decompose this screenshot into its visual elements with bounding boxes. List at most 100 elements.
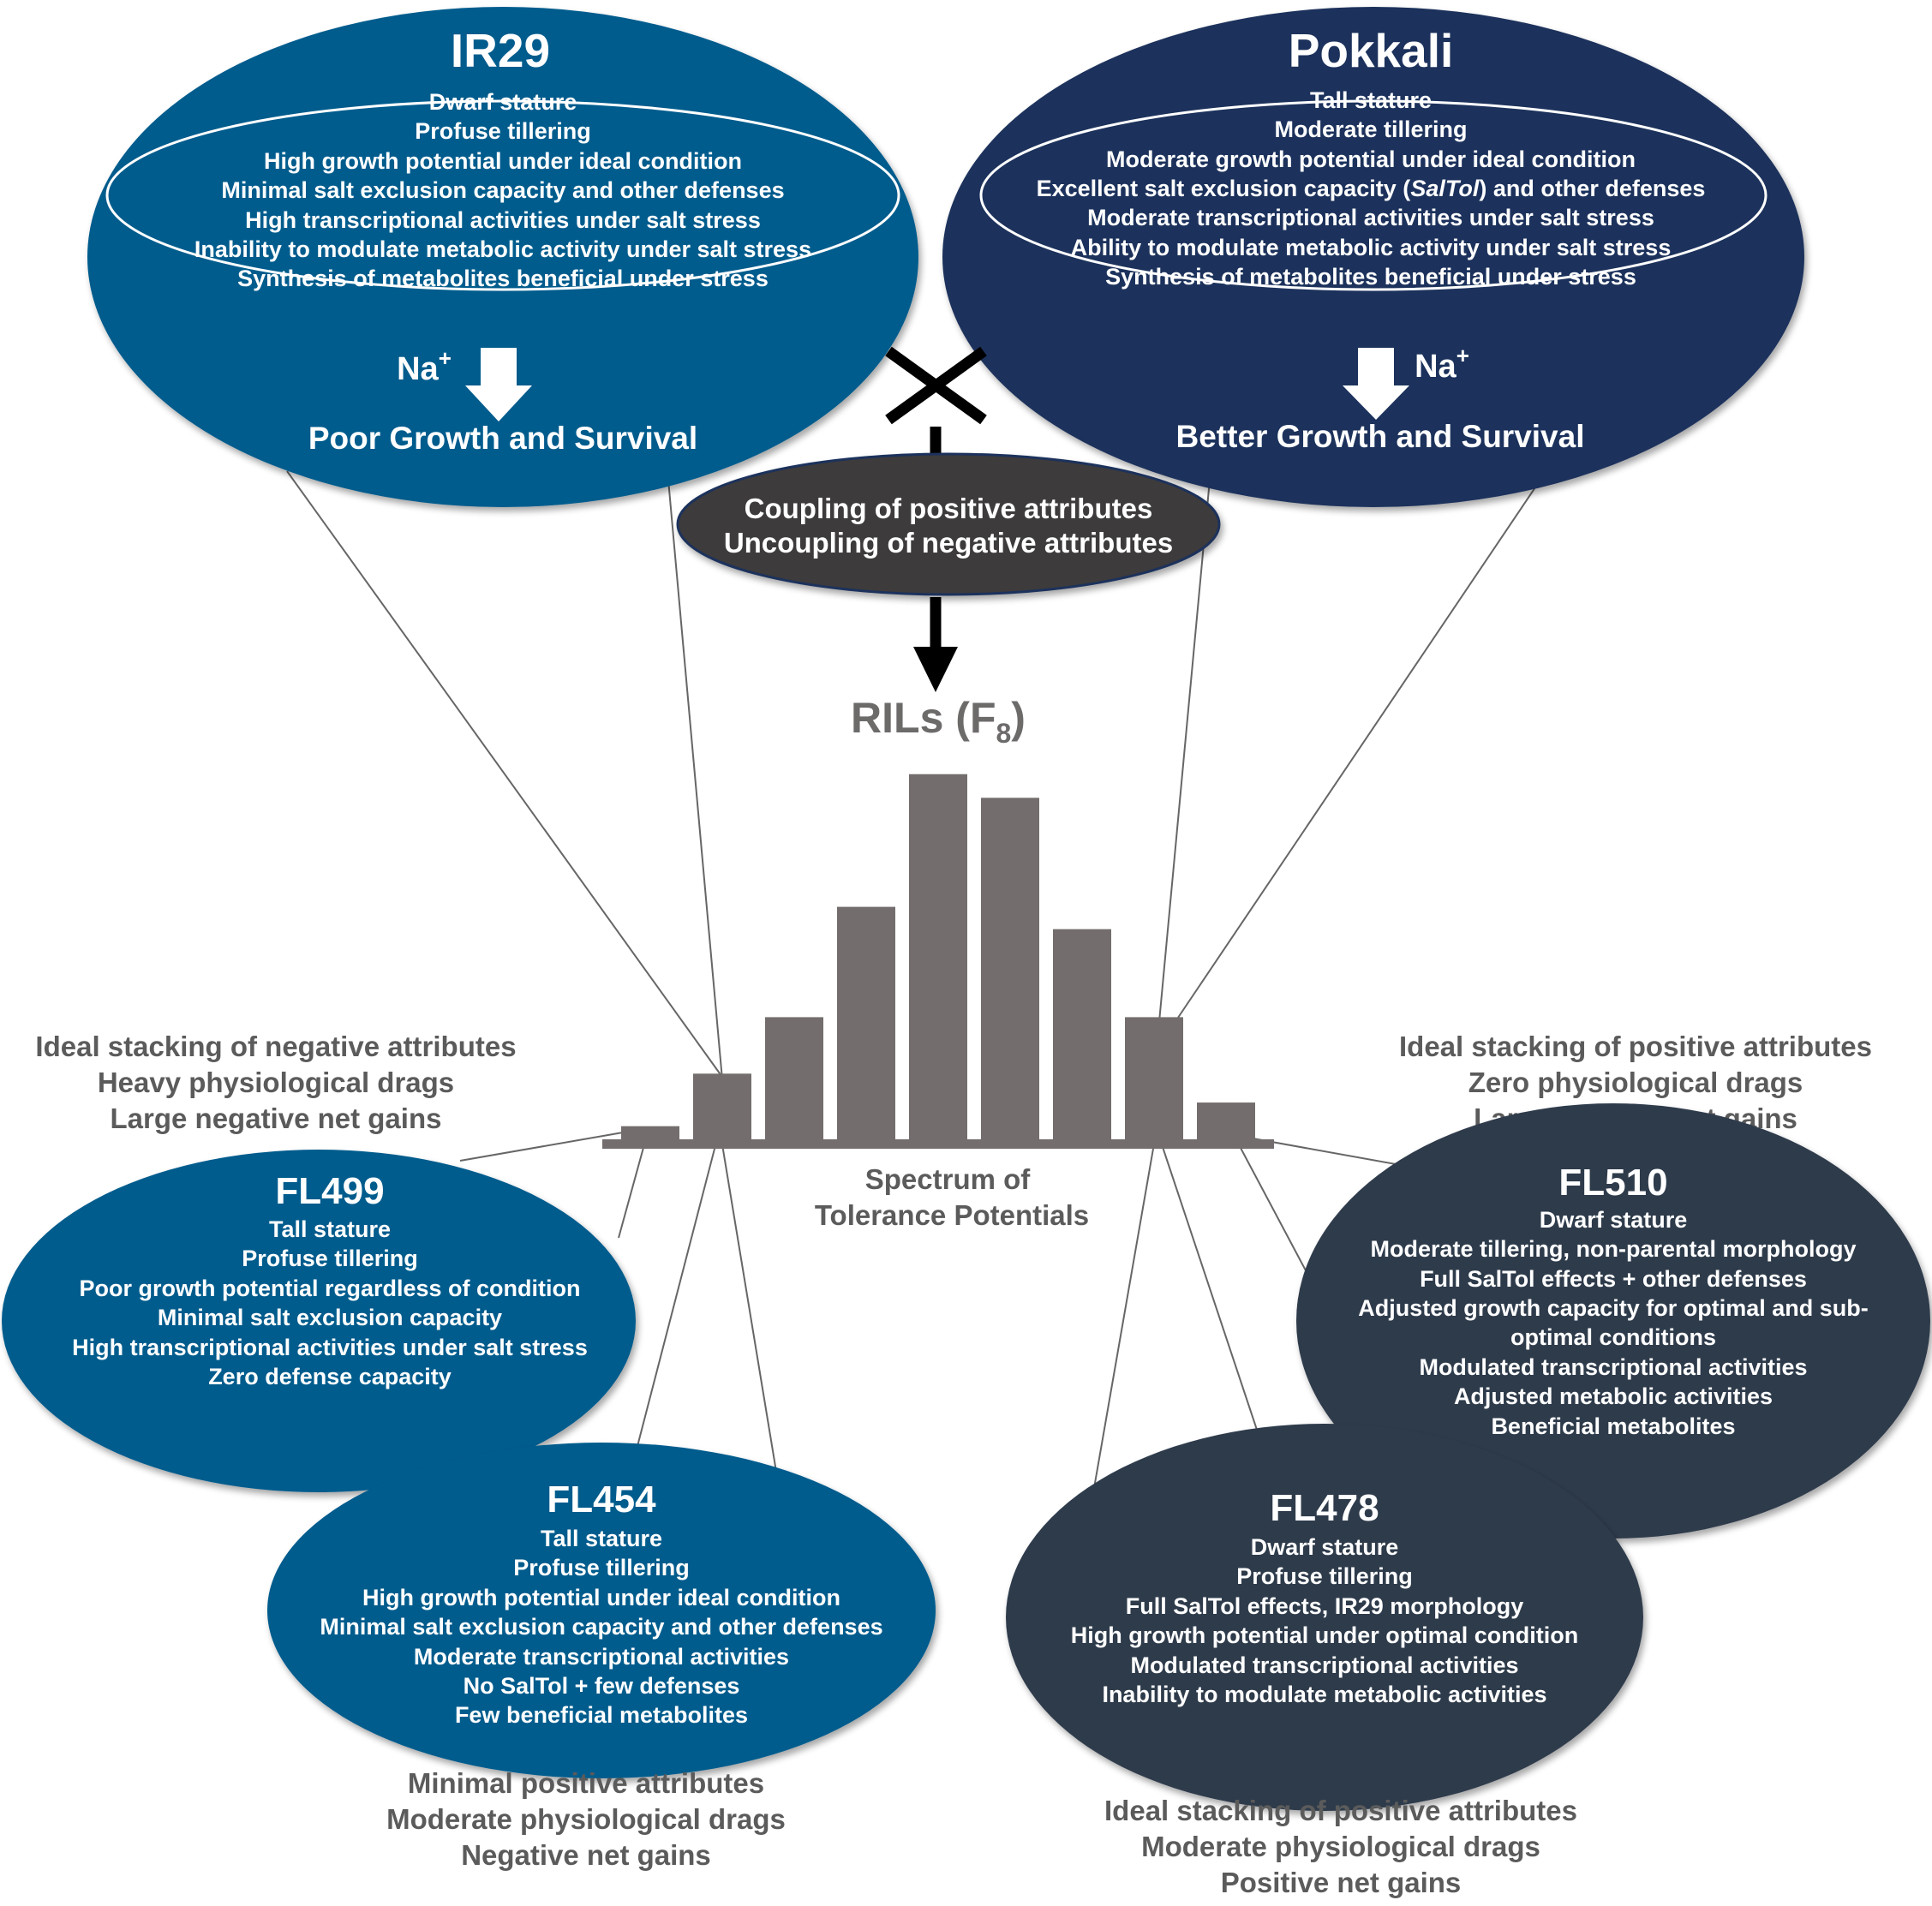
left-note: Large negative net gains xyxy=(111,1102,442,1134)
pokkali-ellipse xyxy=(942,7,1804,507)
fl499-panel: FL499 Tall stature Profuse tillering Poo… xyxy=(2,1150,636,1492)
pokkali-trait: Ability to modulate metabolic activity u… xyxy=(1071,235,1672,260)
connector-fl510-b xyxy=(1233,1134,1307,1273)
ir29-trait: Dwarf stature xyxy=(429,89,577,115)
histogram-bar xyxy=(621,1126,679,1139)
fl454-trait: Profuse tillering xyxy=(513,1555,690,1580)
histogram-bar xyxy=(765,1017,823,1139)
coupling-ellipse xyxy=(676,452,1221,596)
fl454-ellipse xyxy=(267,1443,936,1778)
pokkali-outcome: Better Growth and Survival xyxy=(1176,419,1585,454)
fl454-trait: High growth potential under ideal condit… xyxy=(362,1585,840,1610)
fl454-trait: Few beneficial metabolites xyxy=(455,1702,748,1728)
fl454-note: Negative net gains xyxy=(461,1839,711,1871)
histogram-bar xyxy=(1125,1017,1183,1139)
right-note: Ideal stacking of positive attributes xyxy=(1399,1031,1872,1062)
ir29-ion: Na xyxy=(397,351,439,387)
pokkali-trait: Synthesis of metabolites beneficial unde… xyxy=(1105,264,1636,290)
left-note: Ideal stacking of negative attributes xyxy=(35,1031,516,1062)
ir29-trait-outline xyxy=(105,99,900,291)
pokkali-trait-outline xyxy=(979,99,1768,291)
spectrum-label-line-1: Spectrum of xyxy=(865,1163,1032,1195)
fl510-ellipse xyxy=(1296,1103,1930,1539)
fl510-trait: Adjusted growth capacity for optimal and… xyxy=(1358,1295,1869,1321)
rils-label: RILs (F8) xyxy=(851,694,1026,749)
ir29-trait: High growth potential under ideal condit… xyxy=(264,148,742,174)
histogram-bar xyxy=(693,1073,751,1139)
fl510-trait: Full SalTol effects + other defenses xyxy=(1420,1266,1807,1292)
pokkali-trait4-saltol: SalTol xyxy=(1410,176,1480,201)
fl478-note: Moderate physiological drags xyxy=(1141,1831,1540,1862)
fl478-panel: FL478 Dwarf stature Profuse tillering Fu… xyxy=(1006,1424,1643,1811)
ir29-outcome: Poor Growth and Survival xyxy=(308,421,697,456)
ir29-trait: Profuse tillering xyxy=(415,118,591,144)
fl499-trait: Minimal salt exclusion capacity xyxy=(158,1305,502,1330)
fl478-note: Ideal stacking of positive attributes xyxy=(1104,1795,1577,1826)
fl454-trait: Minimal salt exclusion capacity and othe… xyxy=(320,1614,882,1640)
fl510-trait: Beneficial metabolites xyxy=(1491,1413,1735,1439)
down-arrow-icon xyxy=(913,647,958,692)
fl499-trait: Profuse tillering xyxy=(242,1246,418,1271)
pokkali-trait4-part: Excellent salt exclusion capacity ( xyxy=(1037,176,1411,201)
ir29-down-arrow-icon xyxy=(465,348,532,421)
fl510-trait: Adjusted metabolic activities xyxy=(1454,1383,1773,1409)
coupling-panel: Coupling of positive attributes Uncoupli… xyxy=(676,452,1221,596)
fl510-title: FL510 xyxy=(1558,1162,1667,1204)
fl499-trait: Poor growth potential regardless of cond… xyxy=(79,1276,580,1301)
histogram-bar xyxy=(1053,929,1111,1139)
fl510-trait: Modulated transcriptional activities xyxy=(1419,1354,1807,1380)
fl478-trait: High growth potential under optimal cond… xyxy=(1071,1622,1578,1648)
fl478-note: Positive net gains xyxy=(1221,1867,1462,1898)
fl499-trait: Zero defense capacity xyxy=(208,1364,452,1389)
pokkali-trait: Tall stature xyxy=(1310,87,1432,113)
fl454-note: Moderate physiological drags xyxy=(386,1803,786,1835)
pokkali-panel: Pokkali Tall stature Moderate tillering … xyxy=(942,7,1804,507)
fl454-title: FL454 xyxy=(547,1479,656,1521)
pokkali-trait4-part: ) and other defenses xyxy=(1479,176,1705,201)
histogram-bar xyxy=(909,774,967,1139)
histogram-bar xyxy=(1197,1102,1255,1139)
fl454-trait: Moderate transcriptional activities xyxy=(414,1644,789,1670)
ir29-ion-label: Na+ xyxy=(397,345,452,387)
fl454-trait: No SalTol + few defenses xyxy=(464,1673,740,1699)
fl478-trait: Profuse tillering xyxy=(1236,1563,1413,1589)
connector-fl499-a xyxy=(459,1128,643,1162)
fl499-trait: High transcriptional activities under sa… xyxy=(72,1335,588,1360)
pokkali-ion: Na xyxy=(1415,349,1456,385)
ir29-trait: Inability to modulate metabolic activity… xyxy=(194,236,811,262)
connector-fl454-b xyxy=(719,1128,779,1483)
fl478-trait: Modulated transcriptional activities xyxy=(1130,1652,1518,1678)
fl510-trait: Dwarf stature xyxy=(1540,1207,1688,1233)
coupling-line-2: Uncoupling of negative attributes xyxy=(724,527,1173,559)
pokkali-ion-charge: + xyxy=(1456,343,1469,368)
histogram-bar xyxy=(837,906,895,1139)
fl454-panel: FL454 Tall stature Profuse tillering Hig… xyxy=(267,1443,936,1778)
cross-icon xyxy=(885,346,987,425)
fl454-trait: Tall stature xyxy=(541,1526,662,1551)
coupling-line-1: Coupling of positive attributes xyxy=(745,493,1153,524)
connector-pokkali-right xyxy=(1156,479,1541,1050)
pokkali-trait: Moderate tillering xyxy=(1274,117,1467,142)
fl510-trait: Moderate tillering, non-parental morphol… xyxy=(1370,1236,1856,1262)
spectrum-label-line-2: Tolerance Potentials xyxy=(815,1199,1089,1231)
fl499-trait: Tall stature xyxy=(269,1216,391,1242)
fl478-title: FL478 xyxy=(1270,1487,1379,1529)
pokkali-trait-saltol: Excellent salt exclusion capacity (SalTo… xyxy=(1037,176,1706,201)
ir29-title: IR29 xyxy=(451,24,550,77)
fl478-trait: Dwarf stature xyxy=(1251,1534,1399,1560)
fl478-ellipse xyxy=(1006,1424,1643,1811)
fl499-title: FL499 xyxy=(275,1170,384,1212)
ir29-ion-charge: + xyxy=(439,345,452,371)
connector-pokkali-left xyxy=(1156,479,1211,1050)
ir29-trait: Synthesis of metabolites beneficial unde… xyxy=(237,266,769,291)
histogram-baseline xyxy=(602,1139,1274,1149)
fl510-trait: optimal conditions xyxy=(1510,1324,1716,1350)
fl499-ellipse xyxy=(2,1150,636,1492)
right-note: Zero physiological drags xyxy=(1468,1067,1803,1098)
rils-subscript: 8 xyxy=(996,718,1011,749)
connector-fl478-a xyxy=(1090,1128,1157,1509)
left-note: Heavy physiological drags xyxy=(98,1067,454,1098)
connector-ir29-right xyxy=(667,479,723,1080)
ir29-trait: Minimal salt exclusion capacity and othe… xyxy=(221,177,784,203)
